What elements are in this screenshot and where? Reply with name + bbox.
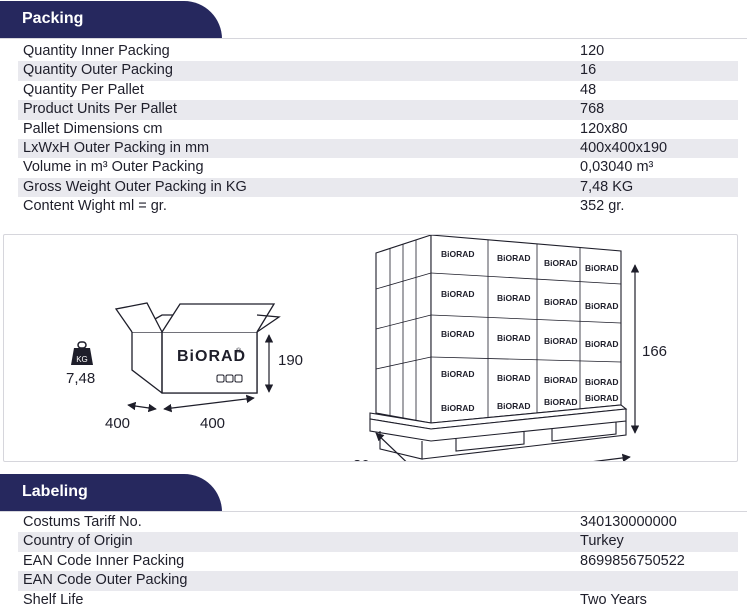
table-row: EAN Code Outer Packing	[18, 571, 738, 591]
row-value: 48	[580, 81, 597, 98]
row-label: EAN Code Outer Packing	[23, 572, 188, 589]
box-height-label: 190	[278, 352, 303, 369]
row-value: Two Years	[580, 591, 647, 608]
row-value: 120x80	[580, 120, 628, 137]
table-row: Product Units Per Pallet 768	[18, 100, 738, 120]
carton-brand-logo: BiORAD	[177, 348, 246, 365]
row-value: 120	[580, 43, 605, 59]
weight-unit-label: KG	[76, 355, 88, 364]
carton-brand-logo: BiORAD	[585, 339, 619, 349]
row-label: Gross Weight Outer Packing in KG	[23, 178, 247, 195]
row-label: Quantity Outer Packing	[23, 62, 173, 79]
table-row: Quantity Inner Packing 120	[18, 42, 738, 61]
row-label: Country of Origin	[23, 533, 133, 550]
row-label: EAN Code Inner Packing	[23, 552, 185, 569]
carton-brand-logo: BiORAD	[441, 329, 475, 339]
row-value: 352 gr.	[580, 198, 625, 215]
table-row: Pallet Dimensions cm 120x80	[18, 120, 738, 139]
row-label: Shelf Life	[23, 591, 84, 608]
carton-brand-logo: BiORAD	[497, 373, 531, 383]
labeling-tab: Labeling	[0, 474, 222, 512]
carton-brand-logo: BiORAD	[585, 393, 619, 403]
row-value: 400x400x190	[580, 139, 668, 156]
weight-icon	[71, 341, 93, 365]
packing-illustration: KG 7,48 BiORAD ® 190 400 400	[66, 235, 667, 461]
row-label: Pallet Dimensions cm	[23, 120, 163, 137]
table-row: Content Wight ml = gr. 352 gr.	[18, 197, 738, 216]
table-row: LxWxH Outer Packing in mm 400x400x190	[18, 138, 738, 159]
carton-brand-logo: BiORAD	[585, 301, 619, 311]
row-label: LxWxH Outer Packing in mm	[23, 139, 210, 156]
table-row: Costums Tariff No. 340130000000	[18, 513, 738, 532]
pallet-height-label: 166	[642, 343, 667, 360]
carton-brand-logo: BiORAD	[544, 258, 578, 268]
carton-brand-logo: BiORAD	[497, 293, 531, 303]
carton-brand-logo: BiORAD	[544, 375, 578, 385]
carton-brand-logo: BiORAD	[544, 297, 578, 307]
row-value: 768	[580, 101, 605, 118]
box-length-arrow	[163, 394, 255, 413]
row-label: Quantity Per Pallet	[23, 81, 144, 98]
row-label: Content Wight ml = gr.	[23, 198, 167, 215]
pallet-length-label: 120	[552, 460, 577, 461]
packing-table: Quantity Inner Packing 120 Quantity Outer…	[18, 42, 738, 217]
pallet-stack-illustration	[369, 235, 628, 460]
carton-symbols-icon	[216, 374, 243, 383]
row-label: Costums Tariff No.	[23, 514, 142, 530]
table-row: Country of Origin Turkey	[18, 532, 738, 552]
carton-brand-logo: BiORAD	[441, 403, 475, 413]
row-label: Volume in m³ Outer Packing	[23, 159, 204, 176]
pallet-depth-arrow	[375, 432, 419, 461]
carton-brand-mark: ®	[236, 347, 242, 355]
box-width-label: 400	[105, 415, 130, 432]
table-row: Quantity Outer Packing 16	[18, 61, 738, 81]
packing-title: Packing	[22, 10, 84, 27]
pallet-depth-label: 80	[353, 457, 370, 461]
carton-brand-logo: BiORAD	[441, 249, 475, 259]
table-row: Shelf Life Two Years	[18, 591, 738, 610]
pallet-carton-labels: BiORAD BiORAD BiORAD BiORAD BiORAD BiORA…	[441, 249, 619, 413]
table-row: Gross Weight Outer Packing in KG 7,48 KG	[18, 177, 738, 198]
carton-brand-logo: BiORAD	[497, 401, 531, 411]
table-row: Volume in m³ Outer Packing 0,03040 m³	[18, 158, 738, 177]
labeling-title: Labeling	[22, 483, 88, 500]
table-row: EAN Code Inner Packing 8699856750522	[18, 552, 738, 571]
labeling-table: Costums Tariff No. 340130000000 Country o…	[18, 513, 738, 610]
row-value: 0,03040 m³	[580, 159, 654, 176]
carton-box-icon	[114, 302, 281, 394]
box-width-arrow	[127, 401, 157, 413]
labeling-section-header: Labeling	[0, 474, 747, 512]
packing-section-header: Packing	[0, 1, 747, 39]
carton-brand-logo: BiORAD	[497, 333, 531, 343]
pallet-length-arrow	[437, 453, 631, 461]
header-rule	[0, 511, 747, 512]
weight-value: 7,48	[66, 370, 95, 387]
table-row: Quantity Per Pallet 48	[18, 81, 738, 100]
carton-brand-logo: BiORAD	[585, 377, 619, 387]
row-label: Product Units Per Pallet	[23, 101, 177, 118]
packing-diagram: KG 7,48 BiORAD ® 190 400 400	[3, 234, 738, 462]
header-rule	[0, 38, 747, 39]
box-length-label: 400	[200, 415, 225, 432]
carton-brand-logo: BiORAD	[441, 369, 475, 379]
row-value: 16	[580, 62, 597, 79]
carton-brand-logo: BiORAD	[497, 253, 531, 263]
row-value: 7,48 KG	[580, 178, 634, 195]
row-label: Quantity Inner Packing	[23, 43, 170, 59]
carton-brand-logo: BiORAD	[585, 263, 619, 273]
row-value: Turkey	[580, 533, 624, 550]
carton-brand-logo: BiORAD	[441, 289, 475, 299]
packing-tab: Packing	[0, 1, 222, 39]
row-value: 340130000000	[580, 514, 677, 530]
row-value: 8699856750522	[580, 552, 685, 569]
carton-brand-logo: BiORAD	[544, 336, 578, 346]
carton-brand-logo: BiORAD	[544, 397, 578, 407]
